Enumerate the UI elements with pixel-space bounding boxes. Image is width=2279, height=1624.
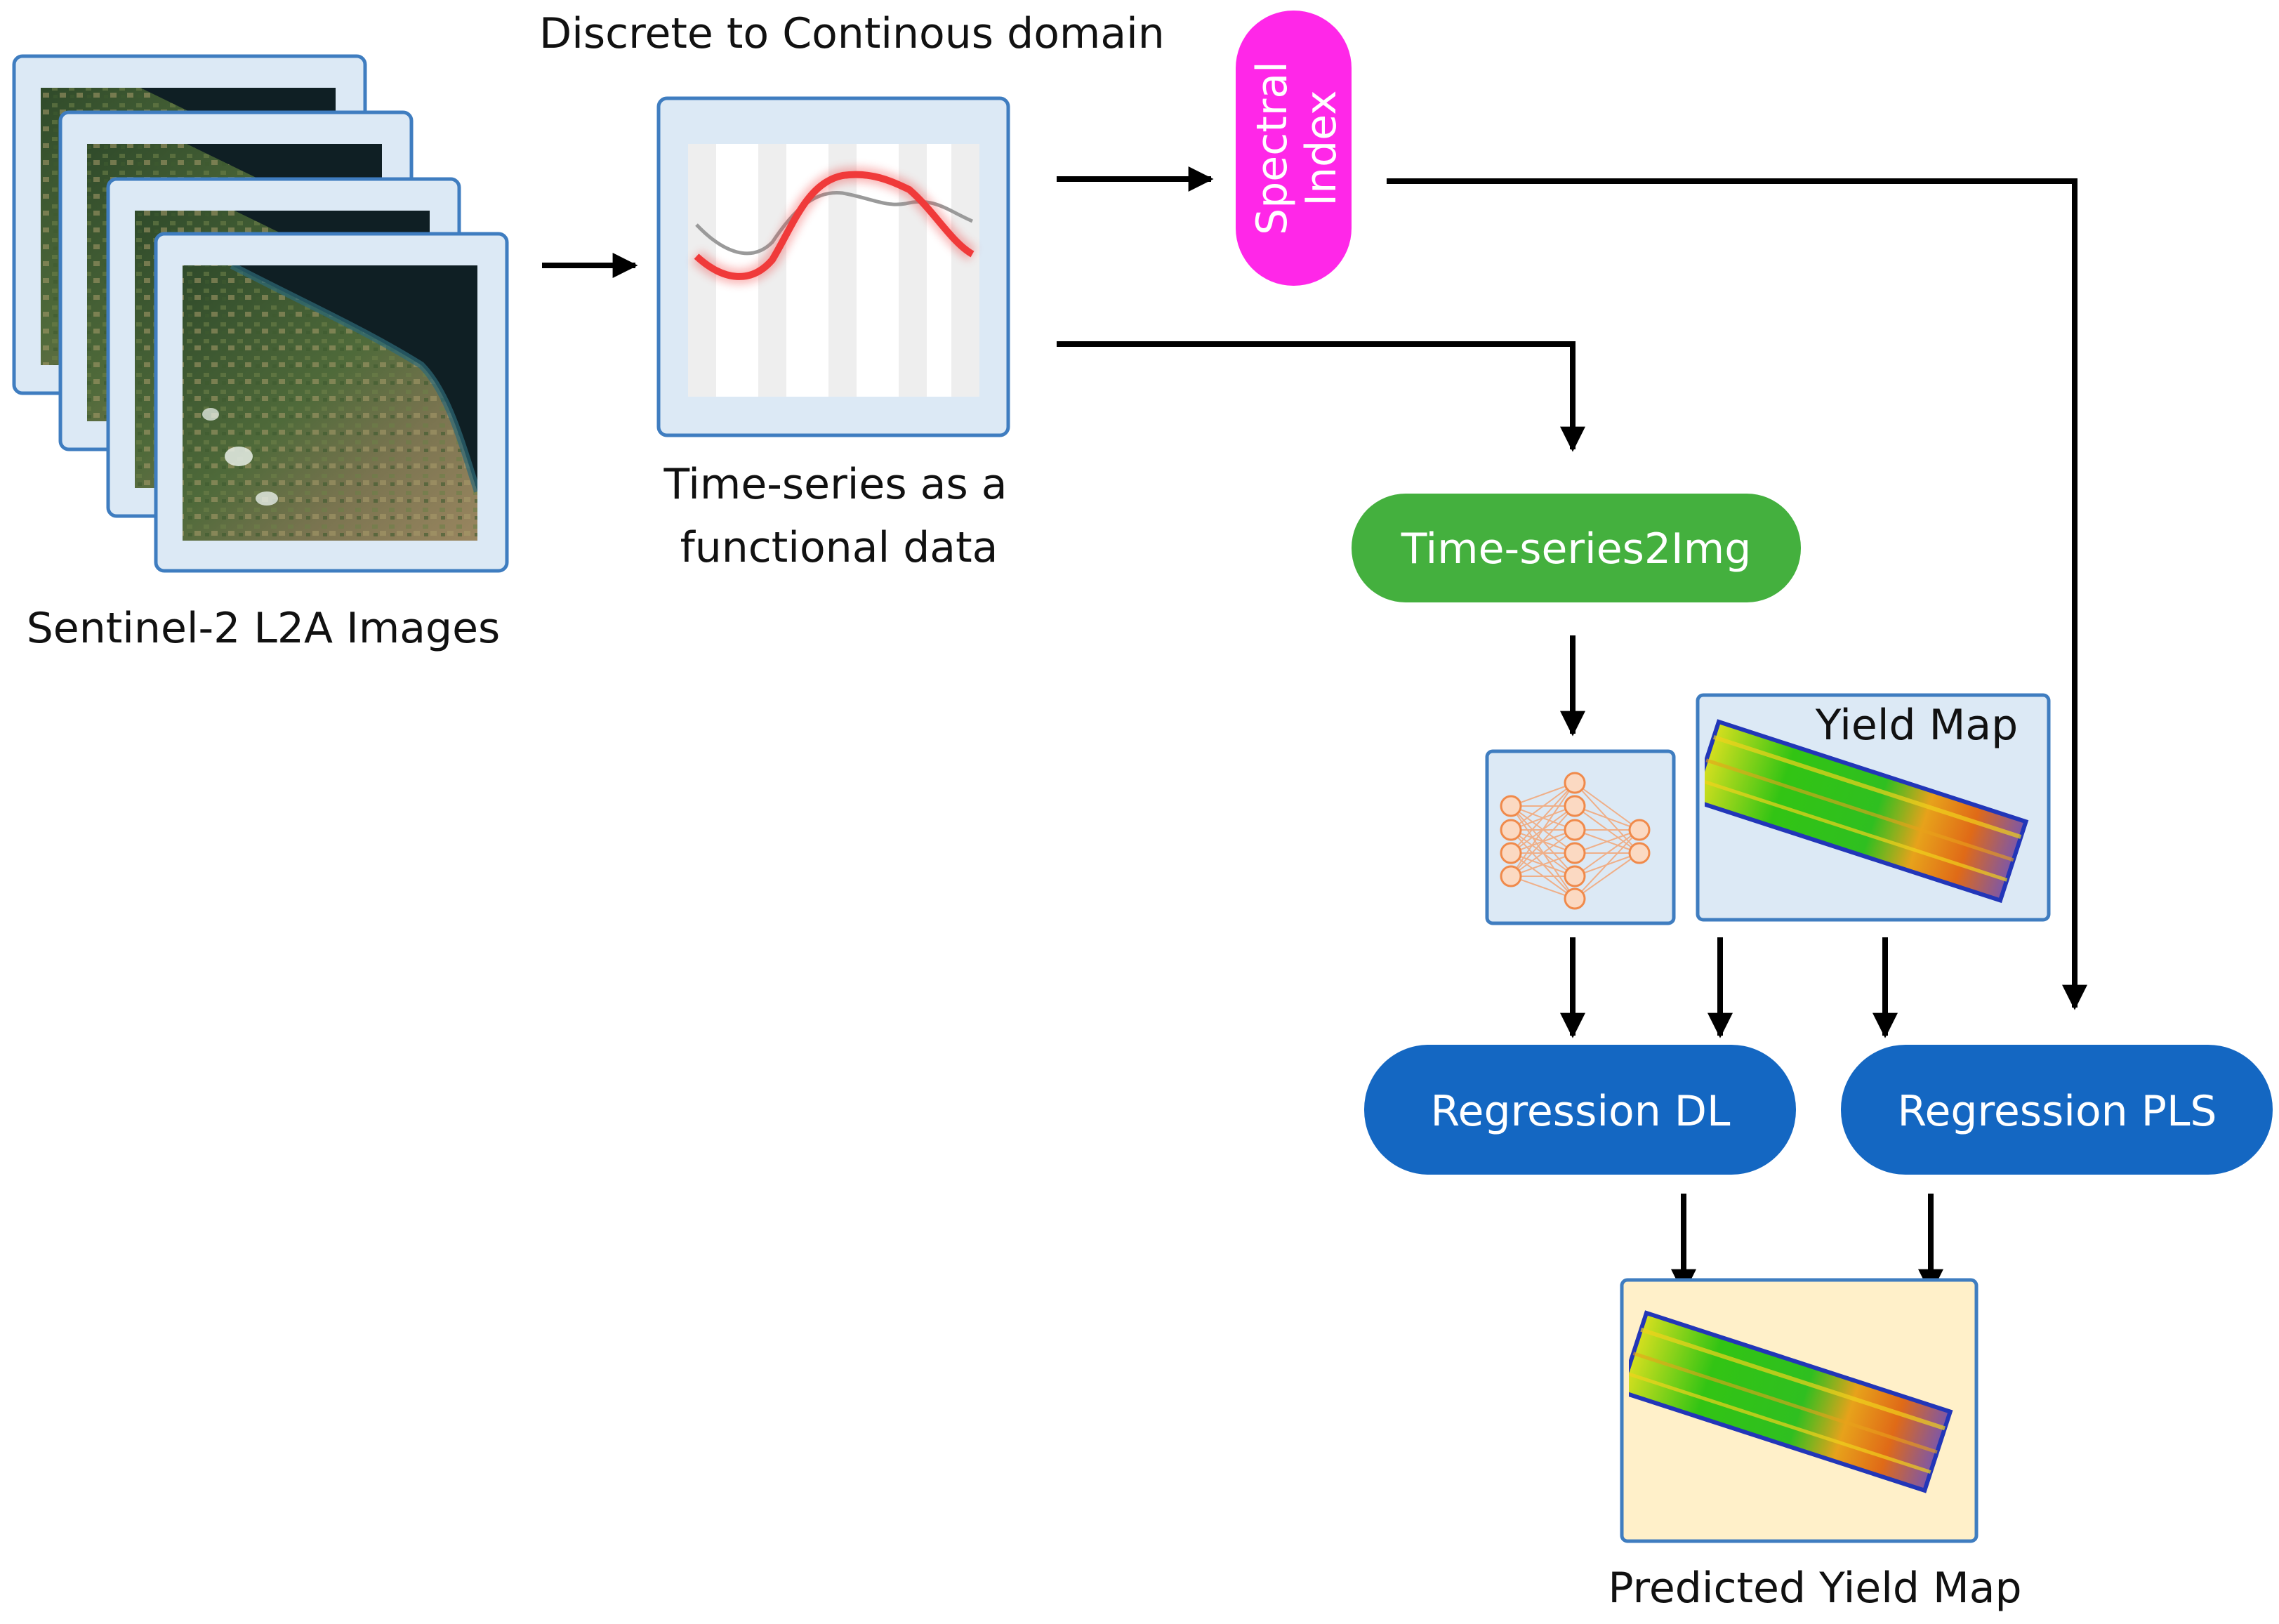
arrow-spectral-to-pls	[1387, 178, 2087, 1010]
predicted-yield-map-label: Predicted Yield Map	[1608, 1564, 2021, 1613]
nn-nodes	[1500, 772, 1651, 910]
timeseries-label-line2: functional data	[680, 523, 998, 572]
regression-dl-node: Regression DL	[1364, 1045, 1796, 1175]
yield-map-label: Yield Map	[1815, 701, 2019, 750]
ts2img-label: Time-series2Img	[1401, 524, 1752, 574]
sentinel-image-stack	[12, 54, 509, 573]
yield-map-box: Yield Map	[1696, 693, 2051, 922]
regression-pls-node: Regression PLS	[1841, 1045, 2273, 1175]
satellite-image-card-front	[154, 232, 509, 573]
spectral-index-label-line1: Spectral	[1248, 61, 1297, 235]
regression-dl-label: Regression DL	[1431, 1087, 1731, 1136]
ts2img-node: Time-series2Img	[1352, 494, 1801, 602]
regression-pls-label: Regression PLS	[1898, 1087, 2217, 1136]
functional-curve	[694, 171, 975, 280]
arrow-timeseries-to-ts2img	[1057, 341, 1585, 452]
timeseries-plot-box	[656, 96, 1010, 437]
predicted-yield-map-box	[1620, 1278, 1979, 1543]
spectral-index-node: Spectral Index	[1236, 11, 1352, 286]
sentinel-images-label: Sentinel-2 L2A Images	[27, 604, 501, 653]
diagram-title: Discrete to Continous domain	[539, 9, 1165, 58]
timeseries-label-line1: Time-series as a	[663, 460, 1007, 509]
neural-network-box	[1485, 749, 1676, 925]
spectral-index-label-line2: Index	[1297, 90, 1346, 206]
